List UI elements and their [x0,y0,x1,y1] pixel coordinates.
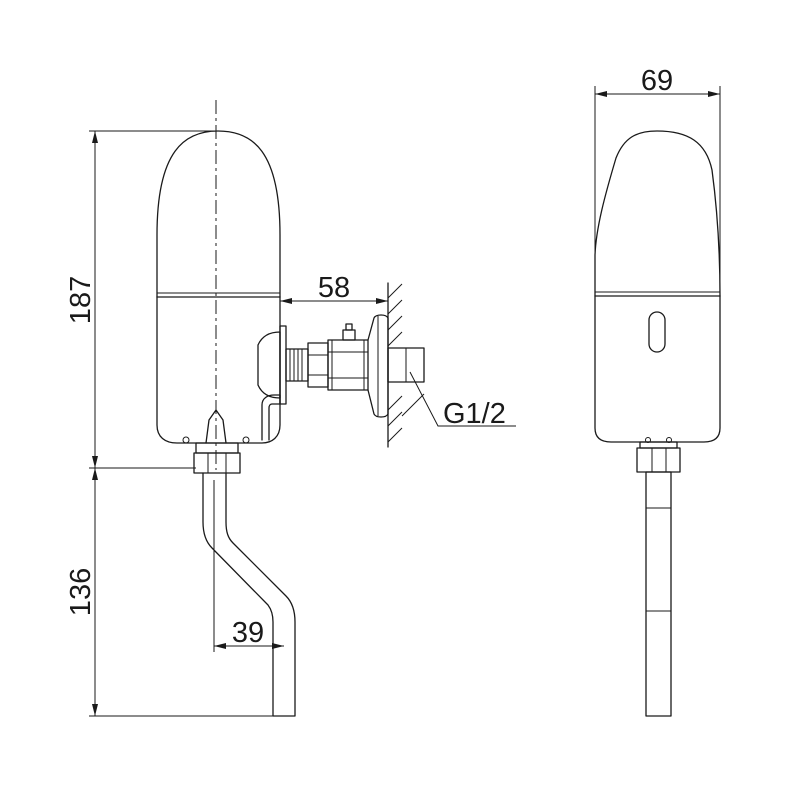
thread-leader-line [409,371,516,427]
front-outlet-pipe [645,471,672,717]
dim-height-upper: 187 [65,276,97,324]
arrow [595,91,607,97]
threaded-nipple [285,348,309,382]
dim-wall-offset: 58 [318,272,350,304]
valve-stem [342,329,356,341]
side-bottom-nub [205,409,227,444]
front-screw [666,437,672,443]
bottom-coupling-nut [193,452,241,474]
hex-nut-1 [307,342,329,388]
front-lower-body [594,295,721,443]
front-upper-body [594,130,721,297]
arrow [92,131,98,143]
arrow [214,643,226,649]
side-inlet-flange [279,325,287,405]
dim-height-lower: 136 [65,568,97,616]
front-screw [645,437,651,443]
arrow [280,298,292,304]
thread-label: G1/2 [443,398,506,430]
wall-hatching [387,283,425,443]
arrow [92,468,98,480]
valve-body [327,339,369,391]
side-view: G1/2 [156,100,516,717]
outlet-pipe [202,472,296,717]
dimensions-front: 69 [594,65,721,292]
arrow [272,643,284,649]
side-screw-right [242,436,250,444]
side-upper-body [156,130,281,298]
front-coupling-nut [636,447,681,473]
dimensions-side: 187 136 58 39 [65,130,388,717]
valve-stem-cap [345,323,353,331]
side-clip [261,394,281,441]
dim-pipe-offset: 39 [232,617,264,649]
side-inlet-cap [257,331,281,399]
front-coupling-top [639,441,678,449]
arrow [376,298,388,304]
bottom-coupling-top [195,442,239,454]
side-screw-left [182,436,190,444]
dim-width-front: 69 [641,65,673,97]
arrow [92,456,98,468]
front-view [594,130,721,717]
arrow [92,704,98,716]
arrow [708,91,720,97]
sensor-window [648,311,666,353]
